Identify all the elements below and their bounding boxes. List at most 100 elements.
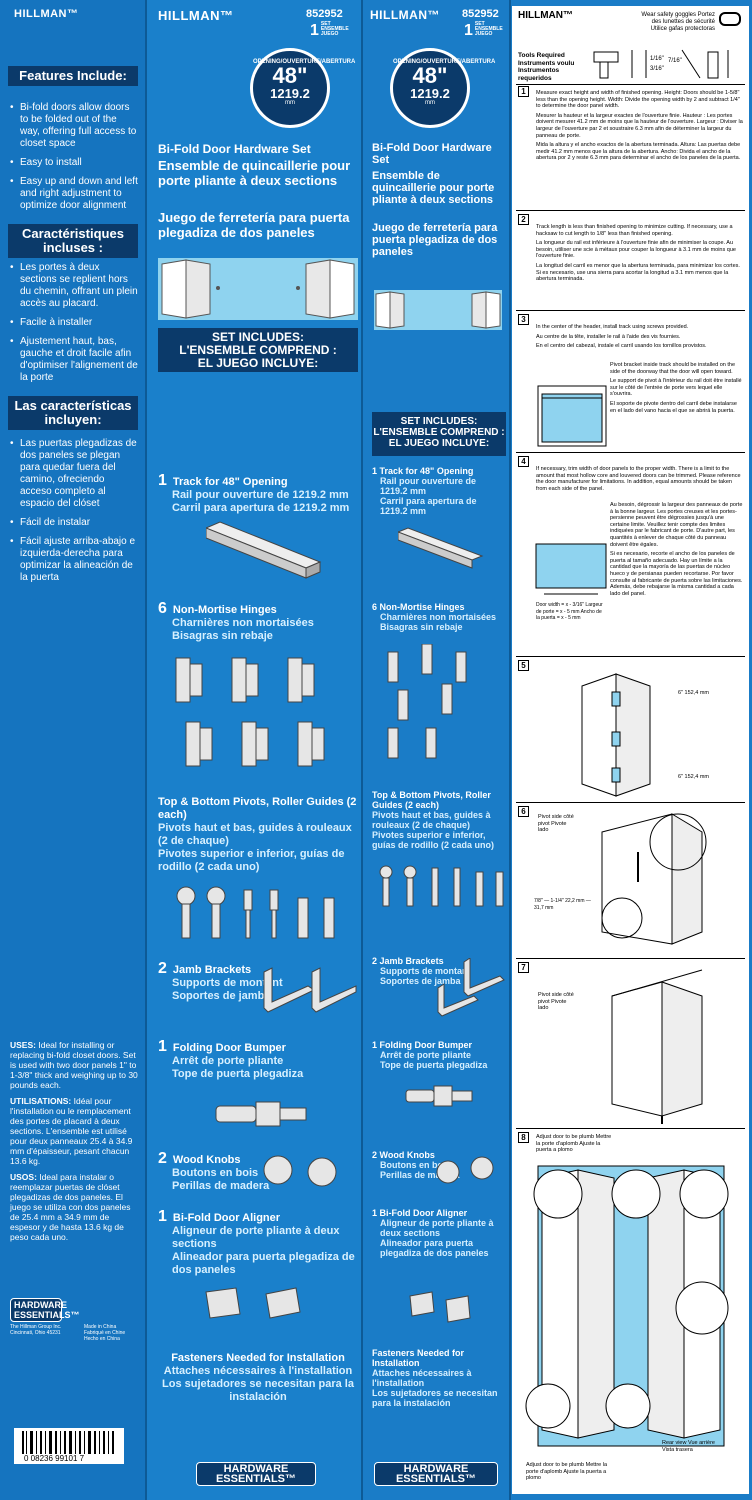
wood-knobs-illustration: [436, 1156, 494, 1184]
feature-item: Facile à installer: [10, 317, 138, 329]
jamb-brackets-illustration: [437, 958, 505, 1017]
instructions-sheet: HILLMAN™ Wear safety goggles Portez des …: [512, 6, 749, 1494]
step-number: 8: [518, 1132, 529, 1143]
bumper-illustration: [405, 1085, 473, 1107]
track-illustration: [206, 521, 322, 579]
drill-bit-medium: 3/16": [650, 66, 664, 72]
tools-required: Tools Required Instruments voulu Instrum…: [518, 52, 575, 82]
item-aligner: 1 Bi-Fold Door Aligner Aligneur de porte…: [372, 1208, 494, 1258]
step-3-diagram: [537, 385, 607, 447]
step-4-diagram: [535, 543, 607, 595]
uses-label-es: USOS:: [10, 1172, 37, 1182]
product-title-fr: Ensemble de quincaillerie pour porte pli…: [158, 158, 351, 188]
drill-bit-large: 7/16": [668, 58, 682, 64]
step-7-pivot-label: Pivot side côté pivot Pivote lado: [538, 992, 574, 1012]
bifold-door-illustration: [374, 290, 502, 330]
feature-item: Ajustement haut, bas, gauche et droit fa…: [10, 336, 138, 384]
feature-item: Les portes à deux sections se replient h…: [10, 262, 138, 310]
tools-illustration: 1/16" 3/16" 7/16": [593, 49, 729, 79]
feature-item: Easy up and down and left and right adju…: [10, 176, 138, 212]
jamb-brackets-illustration: [263, 967, 357, 1013]
uses-text: USES: Ideal for installing or replacing …: [10, 1040, 138, 1248]
step-7-pivot-diagram: [611, 969, 703, 1124]
features-heading-en: Features Include:: [8, 66, 138, 86]
fold-line: [509, 0, 511, 1500]
fasteners-note: Fasteners Needed for Installation Attach…: [162, 1352, 354, 1403]
goggles-icon: [719, 12, 741, 26]
feature-item: Easy to install: [10, 157, 138, 169]
step-3-pivot-text: Pivot bracket inside track should be ins…: [610, 362, 742, 414]
item-bumper: 1 Folding Door Bumper Arrêt de porte pli…: [372, 1040, 488, 1070]
step-6-pivot-diagram: [601, 813, 707, 945]
product-title-es: Juego de ferretería para puerta plegadiz…: [372, 222, 498, 258]
product-title-en: Bi-Fold Door Hardware Set: [372, 142, 492, 166]
product-title-fr: Ensemble de quincaillerie pour porte pli…: [372, 170, 495, 206]
features-panel: HILLMAN™ Features Include: Bi-fold doors…: [0, 0, 146, 1500]
step-4-more-text: Au besoin, dégrossir la largeur des pann…: [610, 502, 743, 597]
feature-item: Las puertas plegadizas de dos paneles se…: [10, 438, 138, 510]
door-width-formula: Door width = x - 3/16" Largeur de porte …: [536, 602, 603, 622]
step-6-dimension: 7/8" — 1-1/4" 22,2 mm — 31,7 mm: [534, 898, 591, 911]
step-2-text: Track length is less than finished openi…: [536, 224, 740, 283]
feature-item: Fácil de instalar: [10, 517, 138, 529]
hinges-illustration: [175, 657, 325, 767]
set-includes-banner: SET INCLUDES: L'ENSEMBLE COMPREND : EL J…: [372, 412, 506, 456]
step-4-text: If necessary, trim width of door panels …: [536, 466, 741, 492]
barcode: 0 08236 99101 7: [14, 1428, 124, 1464]
step-8-plumb-bottom: Adjust door to be plumb Mettre la porte …: [526, 1462, 608, 1482]
product-title-en: Bi-Fold Door Hardware Set: [158, 142, 311, 156]
uses-en: Ideal for installing or replacing bi-fol…: [10, 1040, 138, 1090]
set-includes-banner: SET INCLUDES: L'ENSEMBLE COMPREND : EL J…: [158, 328, 358, 372]
step-8-alignment-diagram: [525, 1165, 729, 1447]
brand-logo: HILLMAN™: [158, 8, 234, 23]
uses-fr: Idéal pour l'installation ou le remplace…: [10, 1096, 133, 1166]
item-pivots: Top & Bottom Pivots, Roller Guides (2 ea…: [372, 790, 495, 850]
pivots-illustration: [176, 886, 335, 939]
item-jamb-brackets: 2 Jamb Brackets Supports de montant Sopo…: [372, 956, 471, 986]
uses-label-en: USES:: [10, 1040, 36, 1050]
item-wood-knobs: 2 Wood Knobs Boutons en bois Perillas de…: [372, 1150, 460, 1180]
brand-logo: HILLMAN™: [518, 10, 573, 21]
step-number: 6: [518, 806, 529, 817]
features-heading-fr: Caractéristiques incluses :: [8, 224, 138, 258]
features-heading-es: Las características incluyen:: [8, 396, 138, 430]
features-list-es: Las puertas plegadizas de dos paneles se…: [10, 438, 138, 591]
brand-logo: HILLMAN™: [14, 8, 79, 20]
company-address: The Hillman Group Inc. Cincinnati, Ohio …: [10, 1324, 62, 1336]
step-number: 1: [518, 86, 529, 97]
fold-line: [361, 0, 363, 1500]
brand-logo: HILLMAN™: [370, 8, 440, 22]
wood-knobs-illustration: [263, 1155, 337, 1187]
aligner-illustration: [409, 1291, 471, 1323]
hinges-illustration: [387, 644, 467, 759]
rear-view-label: Rear view Vue arrière Vista trasera: [662, 1440, 715, 1453]
fold-line: [145, 0, 147, 1500]
step-5-hinge-diagram: [581, 673, 651, 797]
step-number: 4: [518, 456, 529, 467]
aligner-illustration: [205, 1287, 301, 1319]
step-8-plumb-top: Adjust door to be plumb Mettre la porte …: [536, 1134, 612, 1154]
pivots-illustration: [379, 865, 504, 907]
step-number: 3: [518, 314, 529, 325]
item-track: 1 Track for 48" Opening Rail pour ouvert…: [372, 466, 477, 516]
item-hinges: 6 Non-Mortise Hinges Charnières non mort…: [372, 602, 497, 632]
features-list-en: Bi-fold doors allow doors to be folded o…: [10, 102, 138, 219]
features-list-fr: Les portes à deux sections se replient h…: [10, 262, 138, 391]
sku-number: 852952: [306, 8, 343, 20]
bumper-illustration: [215, 1101, 307, 1127]
step-number: 2: [518, 214, 529, 225]
step-number: 7: [518, 962, 529, 973]
